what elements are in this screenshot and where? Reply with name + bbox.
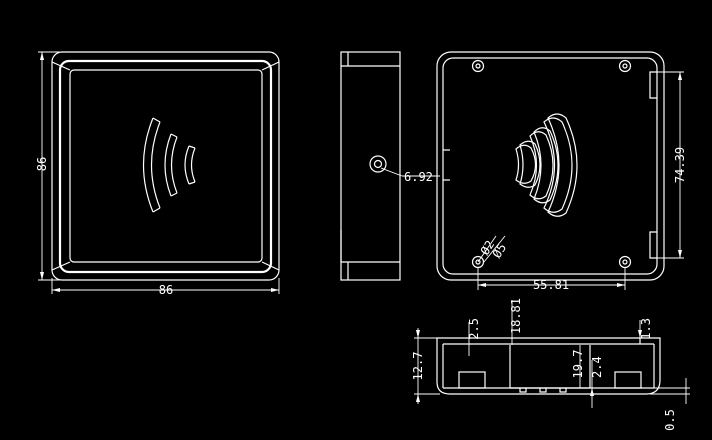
bevel-bl xyxy=(51,261,71,271)
section-right-label: 1.3 xyxy=(639,318,653,340)
back-outer-outline xyxy=(436,51,665,281)
section-base-dimension: 0.5 xyxy=(650,378,690,431)
side-hole-dimension: 6.92 xyxy=(380,167,440,184)
front-view: 86 86 xyxy=(35,51,280,297)
back-view: Ø2 Ø5 55.81 74.39 xyxy=(436,51,687,292)
side-view: 6.92 xyxy=(340,51,440,281)
section-depth-dimension: 18.81 xyxy=(509,298,523,345)
front-height-dimension: 86 xyxy=(35,51,60,281)
section-left-dimension: 2.5 xyxy=(467,318,481,356)
hole-diameter-dimension: Ø2 Ø5 xyxy=(477,235,510,263)
section-gap-label: 2.4 xyxy=(590,356,604,378)
front-width-label: 86 xyxy=(159,283,173,297)
nfc-contactless-icon xyxy=(142,117,196,213)
section-base-label: 0.5 xyxy=(663,409,677,431)
section-outline xyxy=(436,337,661,395)
bevel-tl xyxy=(51,61,71,71)
section-right-dimension: 1.3 xyxy=(638,318,653,340)
section-left-label: 2.5 xyxy=(467,318,481,340)
section-inner-label: 19.7 xyxy=(571,350,585,379)
bevel-br xyxy=(261,261,280,271)
hole-spacing-label: 55.81 xyxy=(533,278,569,292)
front-face-panel xyxy=(69,69,263,263)
front-outer-outline xyxy=(51,51,280,281)
back-height-label: 74.39 xyxy=(673,147,687,183)
back-height-dimension: 74.39 xyxy=(657,71,687,259)
hole-inner-diameter-label: Ø2 xyxy=(478,238,498,258)
hole-outer-diameter-label: Ø5 xyxy=(490,241,510,261)
front-width-dimension: 86 xyxy=(51,278,280,297)
back-inner-outline xyxy=(442,57,658,275)
section-inner-dimension: 19.7 xyxy=(571,345,585,388)
side-hole xyxy=(369,155,387,173)
front-inner-frame xyxy=(58,59,273,274)
side-outline xyxy=(340,51,401,281)
screw-hole-icon xyxy=(471,59,632,269)
side-hole-label: 6.92 xyxy=(404,170,433,184)
section-depth-label: 18.81 xyxy=(509,298,523,334)
section-height-label: 12.7 xyxy=(411,352,425,381)
back-nfc-ribs xyxy=(515,113,578,217)
hole-spacing-dimension: 55.81 xyxy=(477,268,626,292)
section-height-dimension: 12.7 xyxy=(411,328,440,404)
front-height-label: 86 xyxy=(35,157,49,171)
section-gap-dimension: 2.4 xyxy=(590,356,604,408)
bevel-tr xyxy=(261,61,280,71)
section-view: 12.7 2.5 18.81 19.7 2.4 1.3 xyxy=(411,298,690,431)
